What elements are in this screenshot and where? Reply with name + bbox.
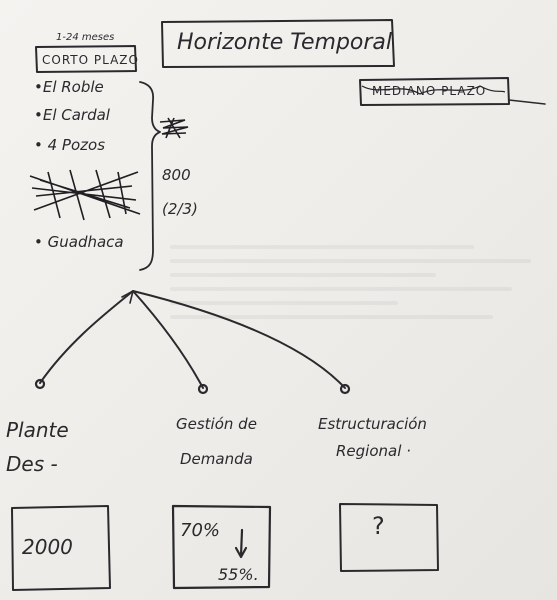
list-item-el-cardal: •El Cardal: [34, 106, 110, 124]
short-term-label: CORTO PLAZO: [42, 53, 139, 67]
list-item-el-roble: •El Roble: [34, 78, 104, 96]
list-item-4-pozos: • 4 Pozos: [34, 136, 106, 154]
down-arrow: [234, 528, 248, 559]
medium-term-label: MEDIANO PLAZO: [372, 84, 487, 98]
period-note: 1-24 meses: [56, 32, 115, 43]
box-estructuracion-value: ?: [372, 512, 385, 540]
box-gestion-top-value: 70%: [180, 520, 221, 541]
box-gestion-bottom-value: 55%.: [218, 565, 259, 584]
title-box: [161, 19, 395, 68]
faint-printed-text: [170, 235, 550, 355]
medium-term-box: [359, 77, 510, 106]
annotation-800: 800: [162, 166, 191, 184]
node-right: [339, 383, 351, 395]
list-bracket: [139, 81, 161, 271]
branch-line-middle: [132, 290, 204, 389]
branch-label-estructuracion-2: Regional ·: [336, 442, 411, 460]
node-left: [34, 378, 46, 390]
branch-label-plante-2: Des -: [6, 452, 58, 476]
list-item-guadhaca: • Guadhaca: [34, 233, 124, 251]
box-gestion: [171, 504, 272, 590]
branch-label-plante-1: Plante: [6, 418, 69, 442]
branch-label-gestion-1: Gestión de: [176, 415, 257, 433]
branch-label-estructuracion-1: Estructuración: [318, 415, 427, 433]
scribble-mark: [159, 117, 189, 139]
box-plante-value: 2000: [22, 535, 73, 559]
branch-label-gestion-2: Demanda: [180, 450, 253, 468]
box-plante: [11, 505, 111, 591]
branch-line-left: [39, 290, 134, 384]
branch-line-right: [132, 290, 346, 389]
box-estructuracion: [339, 503, 439, 572]
node-middle: [197, 383, 209, 395]
short-term-box: [35, 45, 137, 73]
annotation-fraction: (2/3): [162, 200, 198, 218]
crossed-out-entry: [29, 169, 141, 221]
page-title: Horizonte Temporal: [177, 30, 393, 55]
